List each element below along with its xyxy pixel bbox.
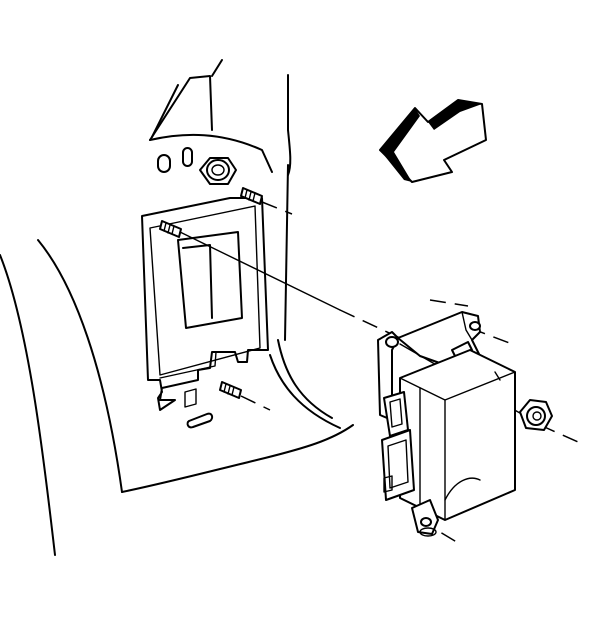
upper-bolt-icon	[199, 157, 237, 185]
direction-arrow-icon	[379, 99, 487, 183]
pillar-trim	[149, 59, 292, 341]
nut-icon	[519, 399, 553, 431]
slot-bottom	[186, 412, 214, 429]
stud-left-icon	[159, 220, 182, 238]
mounting-bracket	[141, 147, 269, 429]
side-panel	[0, 239, 354, 556]
stud-upper-right-icon	[240, 187, 263, 205]
slot-right	[182, 147, 193, 167]
stud-lower-icon	[219, 381, 242, 399]
control-module	[377, 311, 516, 537]
slot-left	[157, 154, 171, 173]
